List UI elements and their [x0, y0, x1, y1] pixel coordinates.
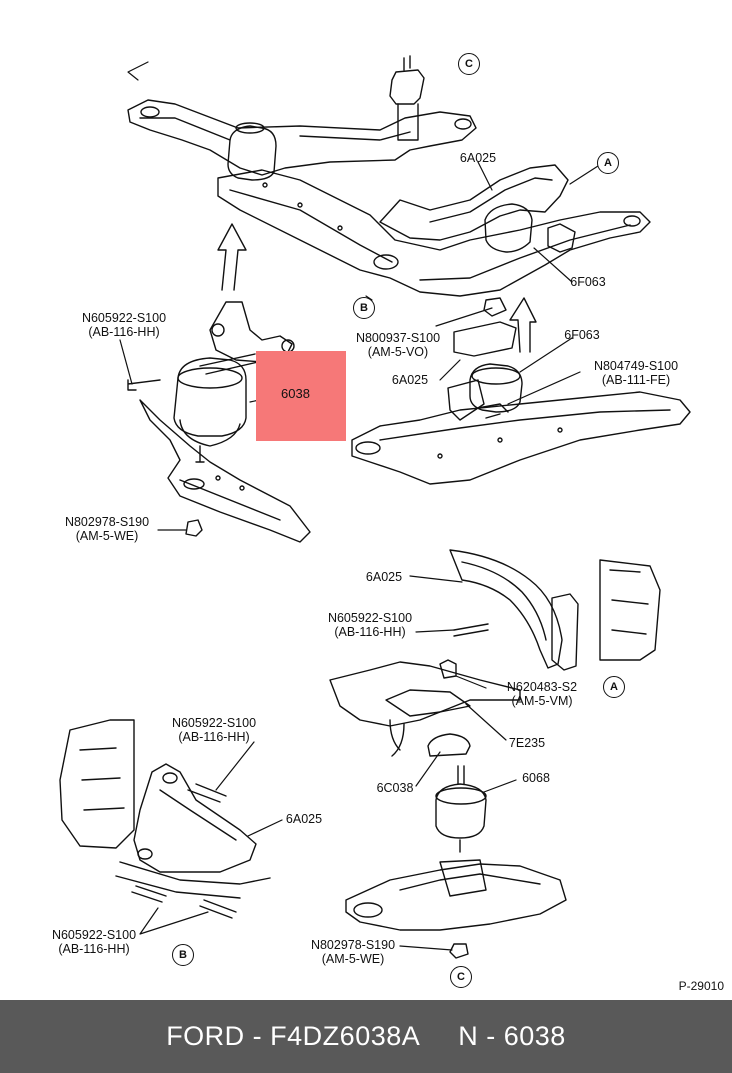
transmission-mount-drawing — [329, 549, 661, 959]
label-n620483-s2: N620483-S2 (AM-5-VM) — [506, 680, 578, 708]
leader-lines — [119, 61, 599, 951]
label-6c038: 6C038 — [376, 781, 414, 795]
part-highlight — [256, 351, 346, 441]
label-n605922-s100-bottom-left-top: N605922-S100 (AB-116-HH) — [171, 716, 257, 744]
left-mount-drawing — [127, 301, 311, 543]
label-6a025-top: 6A025 — [459, 151, 497, 165]
label-6068: 6068 — [522, 771, 550, 785]
subframe-drawing — [127, 55, 651, 353]
right-mount-drawing — [351, 297, 691, 485]
callout-a-right: A — [603, 676, 625, 698]
label-n605922-s100-top: N605922-S100 (AB-116-HH) — [81, 311, 167, 339]
callout-c-bottom: C — [450, 966, 472, 988]
footer-brand-part-number: FORD - F4DZ6038A — [166, 1021, 421, 1051]
label-n605922-s100-right: N605922-S100 (AB-116-HH) — [327, 611, 413, 639]
highlight-part-number: 6038 — [281, 386, 310, 401]
label-n800937-s100: N800937-S100 (AM-5-VO) — [355, 331, 441, 359]
label-n804749-s100: N804749-S100 (AB-111-FE) — [593, 359, 679, 387]
callout-c-top: C — [458, 53, 480, 75]
callout-b-top: B — [353, 297, 375, 319]
figure-id: P-29010 — [678, 979, 724, 993]
label-n605922-s100-bottom-left-bottom: N605922-S100 (AB-116-HH) — [51, 928, 137, 956]
label-6f063-b: 6F063 — [564, 328, 600, 342]
engine-mount-diagram — [59, 55, 691, 959]
label-n802978-s190-left: N802978-S190 (AM-5-WE) — [64, 515, 150, 543]
footer-reference-number: N - 6038 — [458, 1021, 566, 1051]
label-6a025-bottom-left: 6A025 — [285, 812, 323, 826]
callout-b-bottom: B — [172, 944, 194, 966]
label-7e235: 7E235 — [508, 736, 546, 750]
label-6a025-mid: 6A025 — [391, 373, 429, 387]
bracket-drawing — [59, 719, 271, 919]
label-6f063-a: 6F063 — [570, 275, 606, 289]
label-n802978-s190-right: N802978-S190 (AM-5-WE) — [310, 938, 396, 966]
part-footer-bar: FORD - F4DZ6038A N - 6038 — [0, 1000, 732, 1073]
label-6a025-right: 6A025 — [365, 570, 403, 584]
callout-a-top: A — [597, 152, 619, 174]
